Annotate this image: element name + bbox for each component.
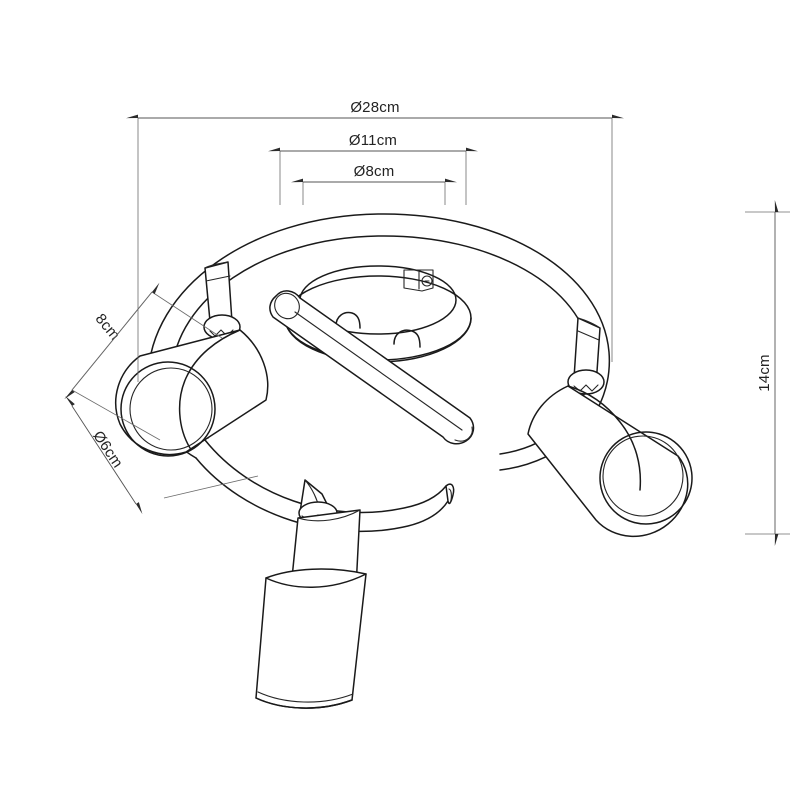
diagonal-cross-rod [269, 290, 475, 445]
dimension-overall-height: 14cm [745, 200, 790, 546]
dimension-mid-diameter: Ø11cm [268, 132, 478, 205]
dim-label-inner-diameter: Ø8cm [354, 163, 395, 180]
dimension-inner-diameter: Ø8cm [291, 163, 457, 205]
dimension-outer-diameter: Ø28cm [126, 99, 624, 382]
spot-head-right [527, 317, 693, 537]
spot-head-bottom [255, 479, 367, 709]
dim-label-overall-height: 14cm [756, 354, 773, 391]
dim-label-mid-diameter: Ø11cm [349, 132, 397, 149]
dim-label-outer-diameter: Ø28cm [350, 99, 399, 116]
